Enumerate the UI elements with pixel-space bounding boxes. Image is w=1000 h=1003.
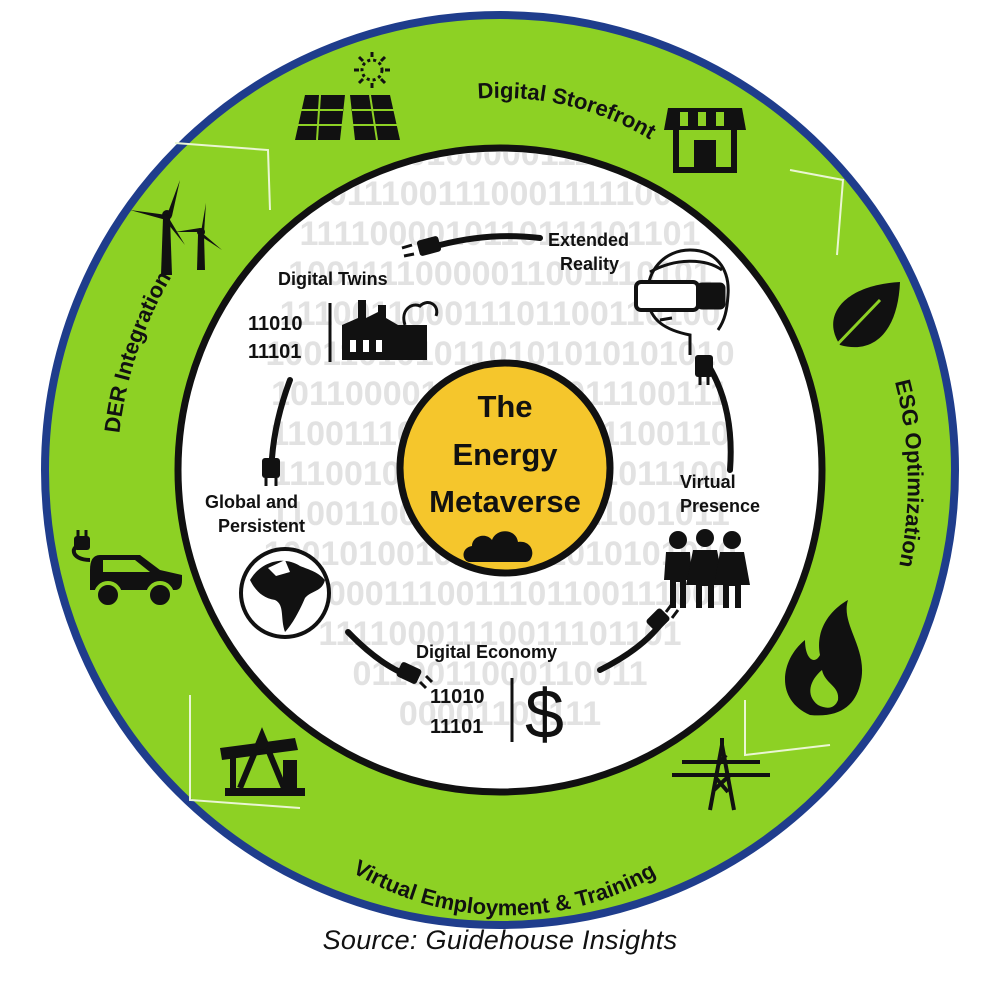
electric-car-icon <box>71 530 182 609</box>
storefront-icon <box>664 108 746 173</box>
people-icon <box>664 529 750 608</box>
binary-row: 1010001110011101100111001 <box>270 575 730 613</box>
cloud-icon <box>463 531 533 562</box>
svg-text:The: The <box>477 389 532 424</box>
digital-economy-binary-2: 11101 <box>430 716 483 738</box>
source-caption: Source: Guidehouse Insights <box>322 925 678 955</box>
factory-icon <box>342 300 439 360</box>
ring-callout-lines <box>174 142 845 809</box>
digital-twins-binary-1: 11010 <box>248 313 303 335</box>
label-virtual-presence: Virtual Presence <box>680 472 760 516</box>
svg-text:Metaverse: Metaverse <box>429 484 581 519</box>
digital-twins-binary-2: 11101 <box>248 341 301 363</box>
label-digital-economy: Digital Economy <box>416 642 557 662</box>
binary-row: 11110001110011101101 <box>318 615 681 653</box>
digital-economy-binary-1: 11010 <box>430 686 485 708</box>
center-title: The Energy Metaverse <box>429 389 581 519</box>
solar-panel-sun-icon <box>295 52 400 141</box>
label-global-persistent: Global and Persistent <box>205 492 305 536</box>
flame-icon <box>785 600 863 716</box>
oil-pump-icon <box>220 727 305 796</box>
plug-icon <box>262 236 713 684</box>
vr-headset-icon <box>634 248 730 355</box>
globe-icon <box>239 547 331 639</box>
binary-row: 0111001110001111100 <box>328 175 672 213</box>
leaf-icon <box>830 282 900 352</box>
binary-row: 0100000111 <box>407 135 592 173</box>
dollar-icon: $ <box>525 675 564 753</box>
center-circle <box>396 359 614 577</box>
transmission-tower-icon <box>672 738 770 811</box>
wind-turbine-icon <box>130 180 222 275</box>
label-extended-reality: Extended Reality <box>548 230 634 274</box>
label-digital-twins: Digital Twins <box>278 269 388 289</box>
binary-row: 00001100111 <box>399 695 601 733</box>
svg-text:Energy: Energy <box>452 437 558 472</box>
